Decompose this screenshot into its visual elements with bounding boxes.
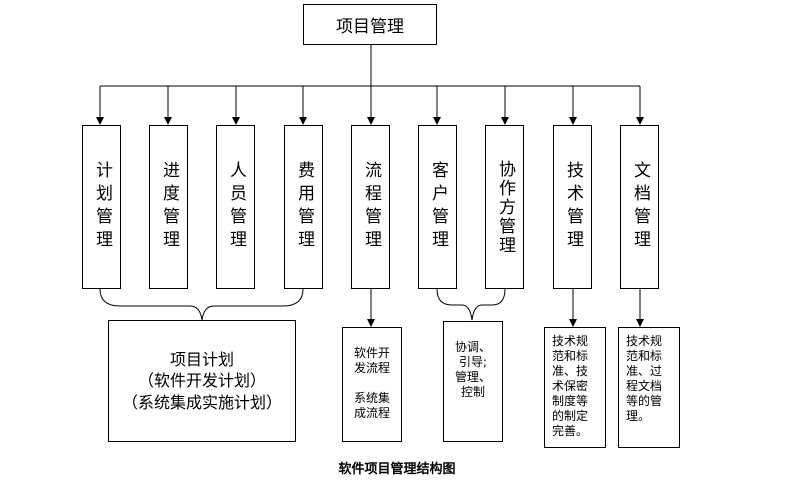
output-line: 准、技	[552, 364, 589, 378]
output-line: （软件开发计划）	[137, 371, 266, 391]
output-line: 等的管	[626, 394, 663, 408]
output-line: 控制	[460, 385, 485, 399]
output-line: 发流程	[353, 361, 390, 375]
output-line: 管理、	[454, 370, 491, 384]
output-line: 协调、	[454, 340, 491, 354]
output-tech-standards: 技术规 范和标 准、技 术保密 制度等 的制定 完善。	[544, 327, 606, 448]
output-process-flows: 软件开 发流程 系统集 成流程	[342, 327, 402, 442]
output-line: 完善。	[552, 424, 589, 438]
module-process-management: 流程管理	[351, 125, 390, 289]
output-line: 技术规	[626, 334, 663, 348]
output-coordination: 协调、 引导; 管理、 控制	[443, 321, 503, 442]
top-node-label: 项目管理	[336, 17, 404, 37]
output-line: 制度等	[552, 394, 589, 408]
output-line: 范和标	[552, 349, 589, 363]
output-line: 术保密	[552, 379, 589, 393]
output-line: 系统集	[353, 391, 390, 405]
module-staff-management: 人员管理	[216, 125, 255, 289]
output-line: 的制定	[552, 409, 589, 423]
module-label: 流程管理	[361, 161, 381, 253]
output-line: 准、过	[626, 364, 663, 378]
top-node-project-management: 项目管理	[303, 4, 437, 45]
output-line: 程文档	[626, 379, 663, 393]
coord-group-brace	[436, 288, 506, 321]
module-label: 费用管理	[294, 161, 314, 253]
output-line: 范和标	[626, 349, 663, 363]
module-cost-management: 费用管理	[284, 125, 323, 289]
module-label: 客户管理	[428, 161, 448, 253]
output-line: 软件开	[353, 346, 390, 360]
module-label: 计划管理	[92, 161, 112, 253]
output-line-gap	[350, 376, 394, 391]
diagram-caption: 软件项目管理结构图	[338, 462, 456, 477]
output-line: 项目计划	[169, 349, 234, 369]
module-label: 人员管理	[226, 161, 246, 253]
module-label: 进度管理	[159, 161, 179, 253]
output-line: 引导;	[458, 355, 488, 369]
output-docs-management: 技术规 范和标 准、过 程文档 等的管 理。	[618, 327, 680, 448]
output-line: 技术规	[552, 334, 589, 348]
module-label: 技术管理	[563, 161, 583, 253]
module-client-management: 客户管理	[418, 125, 457, 289]
module-tech-management: 技术管理	[553, 125, 592, 289]
output-project-plan: 项目计划 （软件开发计划） （系统集成实施计划）	[108, 320, 296, 442]
module-coordinator-management: 协作方管理	[485, 125, 524, 289]
output-line: （系统集成实施计划）	[121, 392, 282, 412]
module-progress-management: 进度管理	[149, 125, 188, 289]
output-line: 理。	[626, 409, 651, 423]
output-line: 成流程	[353, 406, 390, 420]
module-label: 文档管理	[630, 161, 650, 253]
plan-group-brace	[99, 288, 304, 321]
module-docs-management: 文档管理	[620, 125, 659, 289]
module-plan-management: 计划管理	[82, 125, 121, 289]
module-label: 协作方管理	[495, 159, 515, 255]
